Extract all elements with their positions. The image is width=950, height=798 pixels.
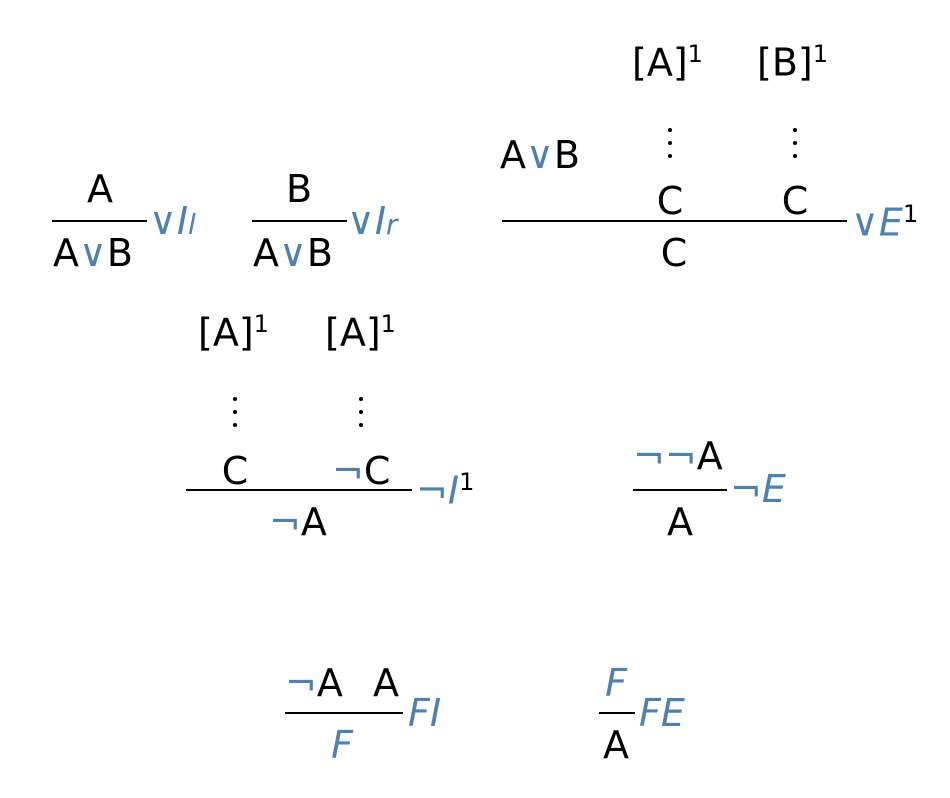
conclusion: ¬A xyxy=(269,500,327,544)
inference-line xyxy=(186,489,412,491)
or-symbol: ∨ xyxy=(526,133,554,177)
conclusion: A xyxy=(603,723,629,767)
or-symbol: ∨ xyxy=(79,231,107,275)
premise: C xyxy=(221,449,249,493)
or-symbol: ∨ xyxy=(279,231,307,275)
premise: A xyxy=(87,167,113,211)
conclusion: C xyxy=(660,231,688,275)
conclusion: A∨B xyxy=(53,231,133,275)
conclusion: A xyxy=(667,500,693,544)
rule-label: ¬E xyxy=(730,467,786,511)
not-symbol: ¬ xyxy=(269,500,301,544)
double-negation-symbol: ¬¬ xyxy=(633,434,697,478)
rule-label: ∨E1 xyxy=(851,200,919,245)
premise: A xyxy=(373,661,399,705)
premise: F xyxy=(605,661,627,705)
minor-premise: C xyxy=(781,179,809,223)
rule-label: ∨Il xyxy=(149,199,196,243)
not-symbol: ¬ xyxy=(285,661,317,705)
vertical-ellipsis xyxy=(793,128,797,167)
assumption-a: [A]1 xyxy=(325,310,396,355)
assumption-a: [A]1 xyxy=(198,310,269,355)
inference-line xyxy=(599,712,635,714)
conclusion: A∨B xyxy=(253,231,333,275)
minor-premise: C xyxy=(656,179,684,223)
premise: ¬C xyxy=(332,449,391,493)
assumption-a: [A]1 xyxy=(632,40,703,85)
premise: ¬A xyxy=(285,661,343,705)
rule-label: ∨Ir xyxy=(347,199,398,243)
major-premise: A∨B xyxy=(500,133,580,177)
conclusion: F xyxy=(331,723,353,767)
vertical-ellipsis xyxy=(233,397,237,436)
premise: B xyxy=(285,167,313,211)
not-symbol: ¬ xyxy=(332,449,364,493)
inference-line xyxy=(502,220,847,222)
premise: ¬¬A xyxy=(633,434,723,478)
inference-line xyxy=(285,712,403,714)
inference-line xyxy=(52,220,147,222)
inference-line xyxy=(633,489,727,491)
rule-label: FE xyxy=(639,691,685,735)
rule-label: FI xyxy=(408,691,442,735)
vertical-ellipsis xyxy=(359,397,363,436)
vertical-ellipsis xyxy=(668,128,672,167)
assumption-b: [B]1 xyxy=(757,40,829,85)
rule-label: ¬I1 xyxy=(416,468,475,513)
inference-line xyxy=(252,220,347,222)
